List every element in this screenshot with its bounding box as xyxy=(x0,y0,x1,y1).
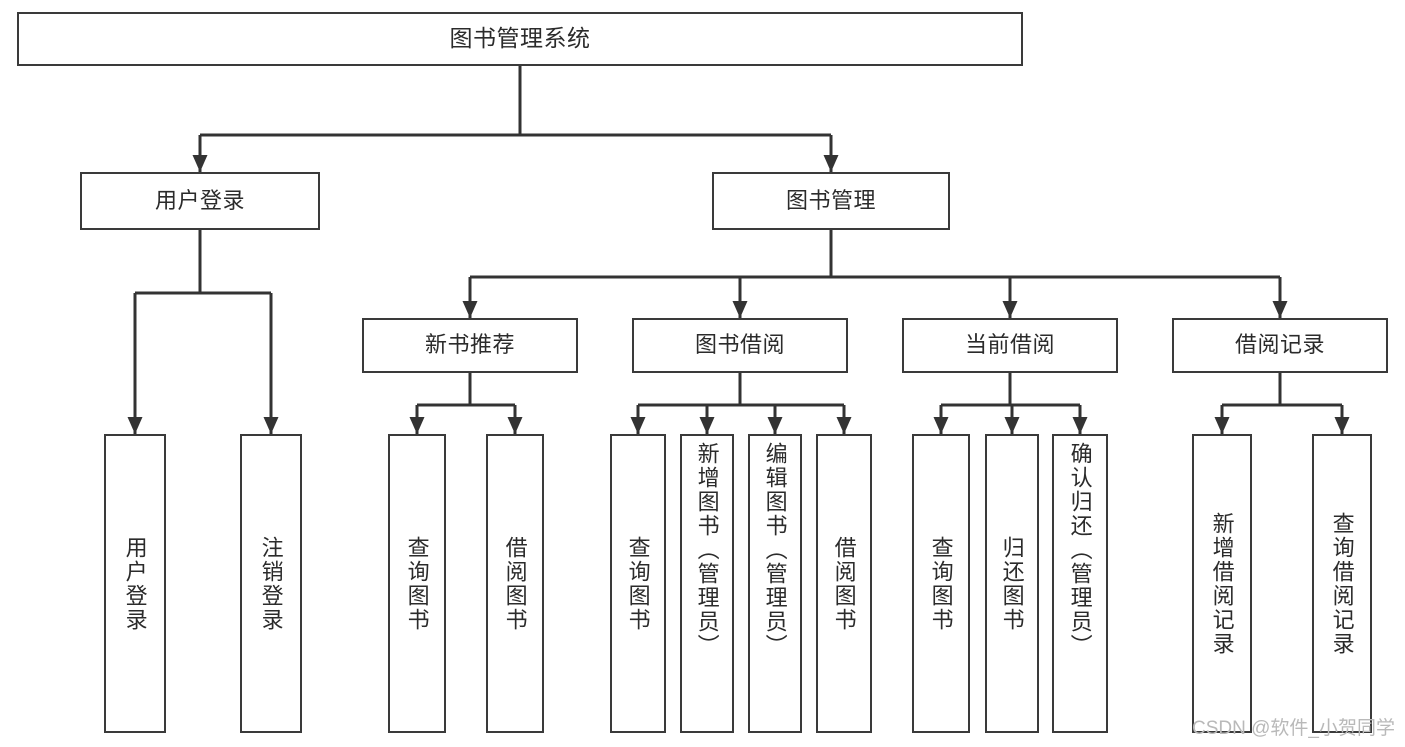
node-label: 新书推荐 xyxy=(424,332,515,358)
node-leaf-rec-borrow[interactable]: 借阅图书 xyxy=(486,434,544,733)
arrowhead xyxy=(1072,417,1088,434)
arrowhead xyxy=(732,301,748,318)
node-current-borrow[interactable]: 当前借阅 xyxy=(902,318,1118,373)
node-borrow-record[interactable]: 借阅记录 xyxy=(1172,318,1388,373)
node-label: 新增图书（管理员） xyxy=(694,442,720,658)
arrowhead xyxy=(263,417,279,434)
node-leaf-book-edit[interactable]: 编辑图书（管理员） xyxy=(748,434,802,733)
arrowhead xyxy=(630,417,646,434)
node-user-login[interactable]: 用户登录 xyxy=(80,172,320,230)
node-label: 借阅记录 xyxy=(1234,332,1325,358)
node-label: 查询图书 xyxy=(404,535,430,632)
arrowhead xyxy=(836,417,852,434)
node-leaf-rec-query[interactable]: 查询图书 xyxy=(388,434,446,733)
arrowhead xyxy=(192,155,208,172)
arrowhead xyxy=(507,417,523,434)
arrowhead xyxy=(1214,417,1230,434)
node-leaf-borrow-query[interactable]: 查询图书 xyxy=(610,434,666,733)
arrowhead xyxy=(1272,301,1288,318)
node-book-borrow[interactable]: 图书借阅 xyxy=(632,318,848,373)
node-leaf-confirm-return[interactable]: 确认归还（管理员） xyxy=(1052,434,1108,733)
node-leaf-borrow-book[interactable]: 借阅图书 xyxy=(816,434,872,733)
node-label: 归还图书 xyxy=(999,535,1025,632)
node-leaf-logout[interactable]: 注销登录 xyxy=(240,434,302,733)
node-label: 查询图书 xyxy=(928,535,954,632)
arrowhead xyxy=(409,417,425,434)
node-label: 借阅图书 xyxy=(502,535,528,632)
node-label: 图书管理系统 xyxy=(449,25,591,52)
node-label: 新增借阅记录 xyxy=(1209,511,1235,656)
node-label: 当前借阅 xyxy=(964,332,1055,358)
node-label: 注销登录 xyxy=(258,535,284,632)
arrowhead xyxy=(1002,301,1018,318)
arrowhead xyxy=(933,417,949,434)
node-new-book-rec[interactable]: 新书推荐 xyxy=(362,318,578,373)
arrowhead xyxy=(699,417,715,434)
node-label: 确认归还（管理员） xyxy=(1067,442,1093,658)
arrowhead xyxy=(127,417,143,434)
arrowhead xyxy=(1004,417,1020,434)
node-label: 借阅图书 xyxy=(831,535,857,632)
arrowhead xyxy=(767,417,783,434)
node-leaf-book-add[interactable]: 新增图书（管理员） xyxy=(680,434,734,733)
arrowhead xyxy=(462,301,478,318)
node-label: 用户登录 xyxy=(122,535,148,632)
node-label: 图书借阅 xyxy=(694,332,785,358)
node-leaf-cur-query[interactable]: 查询图书 xyxy=(912,434,970,733)
node-label: 查询借阅记录 xyxy=(1329,511,1355,656)
node-leaf-record-query[interactable]: 查询借阅记录 xyxy=(1312,434,1372,733)
node-leaf-user-login[interactable]: 用户登录 xyxy=(104,434,166,733)
node-label: 编辑图书（管理员） xyxy=(762,442,788,658)
node-label: 图书管理 xyxy=(785,187,876,213)
node-leaf-return-book[interactable]: 归还图书 xyxy=(985,434,1039,733)
node-book-manage[interactable]: 图书管理 xyxy=(712,172,950,230)
node-label: 查询图书 xyxy=(625,535,651,632)
node-root[interactable]: 图书管理系统 xyxy=(17,12,1023,66)
watermark: CSDN @软件_小贺同学 xyxy=(1192,718,1395,739)
arrowhead xyxy=(1334,417,1350,434)
node-label: 用户登录 xyxy=(154,187,245,213)
node-leaf-record-add[interactable]: 新增借阅记录 xyxy=(1192,434,1252,733)
arrowhead xyxy=(823,155,839,172)
